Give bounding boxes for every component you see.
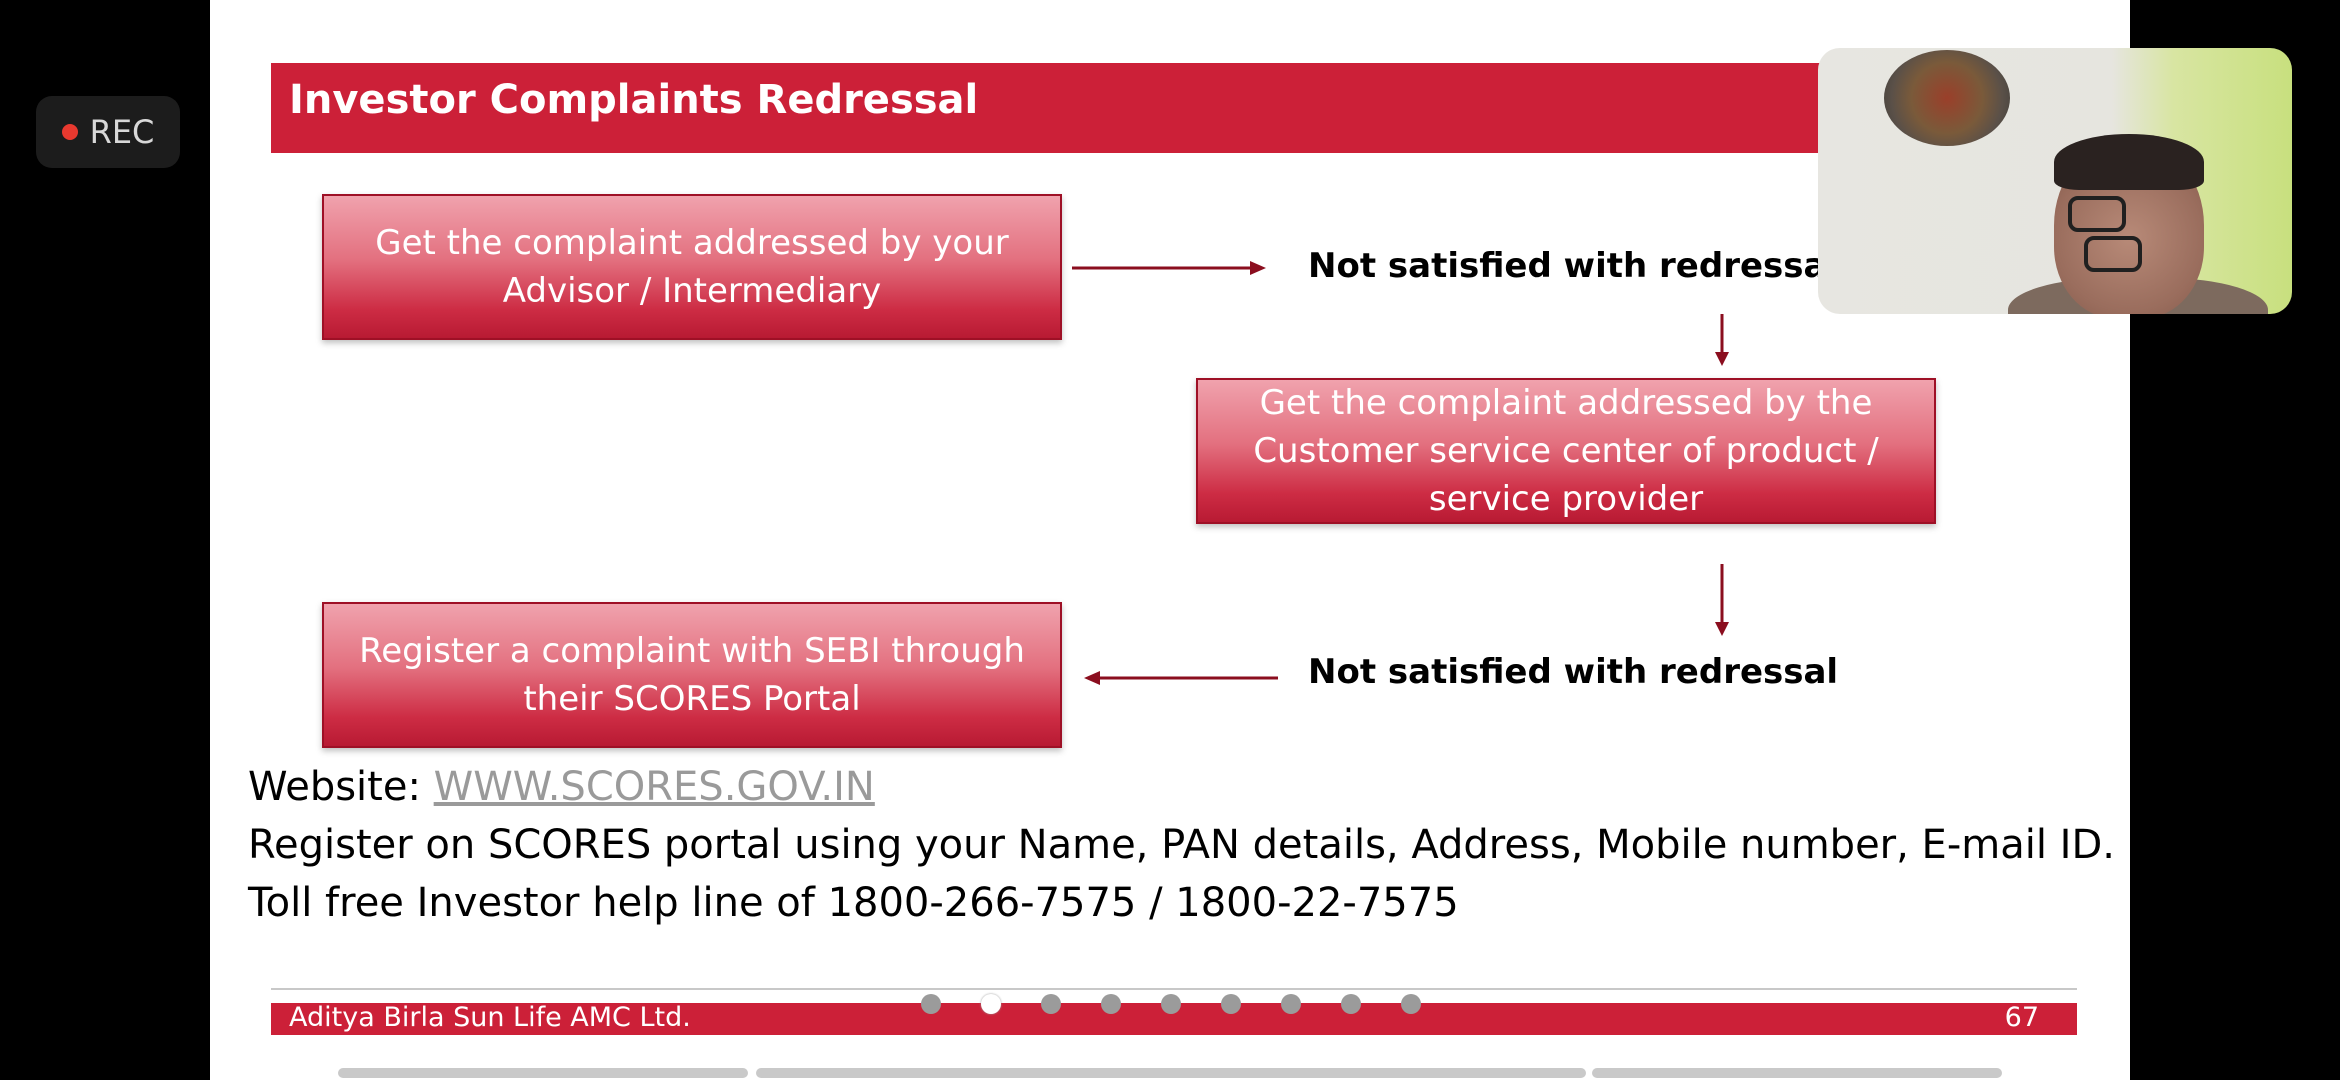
glasses-icon [2068,196,2192,272]
page-number: 67 [2004,1002,2039,1033]
arrow-right-1 [1072,261,1266,275]
recording-indicator: REC [36,96,180,168]
footer-divider [271,988,2077,990]
step-customer-service-box: Get the complaint addressed by the Custo… [1196,378,1936,524]
website-line: Website: WWW.SCORES.GOV.IN [248,764,875,810]
register-text: Register on SCORES portal using your Nam… [248,822,2115,868]
step-advisor-text: Get the complaint addressed by your Advi… [375,223,1009,311]
pager-dot[interactable] [1161,994,1181,1014]
pager-dot[interactable] [1401,994,1421,1014]
record-dot-icon [61,124,78,140]
website-label: Website: [248,764,434,810]
pager-dot[interactable] [1341,994,1361,1014]
pager-dot[interactable] [921,994,941,1014]
step-customer-service-text: Get the complaint addressed by the Custo… [1253,383,1879,519]
progress-segment-1 [338,1068,748,1078]
title-bar: Investor Complaints Redressal [271,63,2011,153]
slide-title: Investor Complaints Redressal [289,77,979,123]
footer-company: Aditya Birla Sun Life AMC Ltd. [289,1002,691,1033]
pager-dot[interactable] [1101,994,1121,1014]
step-advisor-box: Get the complaint addressed by your Advi… [322,194,1062,340]
pager-dot[interactable] [1041,994,1061,1014]
progress-segment-3 [1592,1068,2002,1078]
presentation-slide: Investor Complaints Redressal Get the co… [210,0,2130,1080]
pager-dot-active[interactable] [981,994,1001,1014]
step-sebi-text: Register a complaint with SEBI through t… [359,631,1025,719]
rec-label: REC [89,113,155,151]
progress-segment-2 [756,1068,1586,1078]
website-link[interactable]: WWW.SCORES.GOV.IN [433,764,875,810]
pager-dot[interactable] [1281,994,1301,1014]
person-hair [2054,134,2204,190]
arrow-down-2 [1715,564,1729,636]
not-satisfied-label-1: Not satisfied with redressal [1308,246,1839,286]
pager-dot[interactable] [1221,994,1241,1014]
arrow-down-1 [1715,314,1729,366]
not-satisfied-label-2: Not satisfied with redressal [1308,652,1839,692]
tollfree-text: Toll free Investor help line of 1800-266… [248,880,1459,926]
arrow-left-1 [1084,671,1278,685]
step-sebi-box: Register a complaint with SEBI through t… [322,602,1062,748]
participant-video-thumbnail[interactable] [1818,48,2292,314]
wall-plate-decoration [1884,50,2010,146]
pager-dots [921,994,1421,1014]
